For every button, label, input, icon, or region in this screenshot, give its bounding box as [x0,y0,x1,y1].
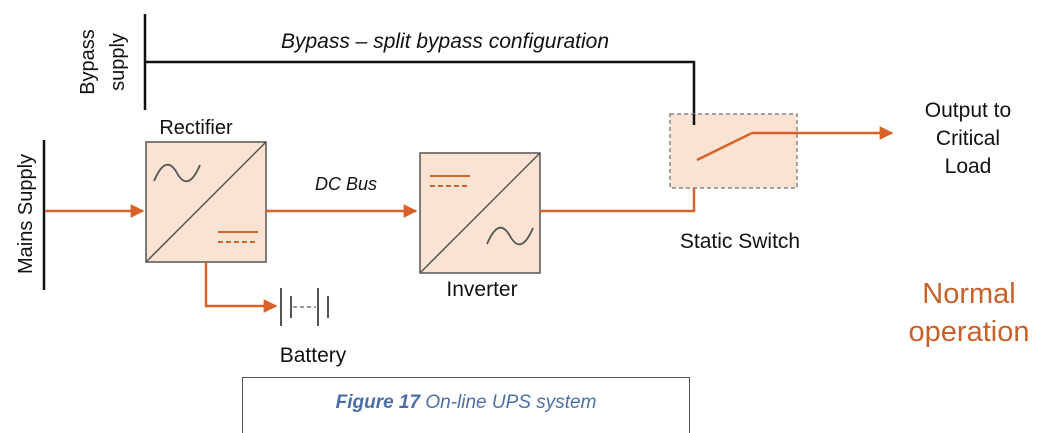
inverter-label: Inverter [446,278,517,301]
static-switch-label: Static Switch [680,230,800,253]
figure-caption-box: Figure 17 On-line UPS system [242,377,690,433]
battery-label: Battery [280,344,347,367]
figure-caption-text: On-line UPS system [425,392,597,413]
bypass-line [145,60,696,125]
rectifier-label: Rectifier [159,117,233,139]
output-label-3: Load [945,155,992,178]
figure-number: Figure 17 [335,392,421,413]
bypass-supply-label-1: Bypass [77,29,99,95]
battery-flow-arrow [204,262,278,313]
bypass-supply-label-2: supply [107,33,129,91]
dc-bus-label: DC Bus [315,174,377,194]
inverter-block [419,152,541,274]
output-label-2: Critical [936,127,1000,150]
rectifier-block [145,141,267,263]
mode-label-1: Normal [922,278,1015,310]
figure-caption: Figure 17 On-line UPS system [243,392,689,414]
mode-label-2: operation [909,316,1030,348]
static-switch [669,113,798,189]
output-label-1: Output to [925,99,1011,122]
ac-sine-icon [153,163,201,183]
bypass-line-label: Bypass – split bypass configuration [281,30,609,53]
mains-supply-label: Mains Supply [15,154,37,274]
battery-icon [280,288,329,326]
ac-sine-icon [486,226,534,246]
